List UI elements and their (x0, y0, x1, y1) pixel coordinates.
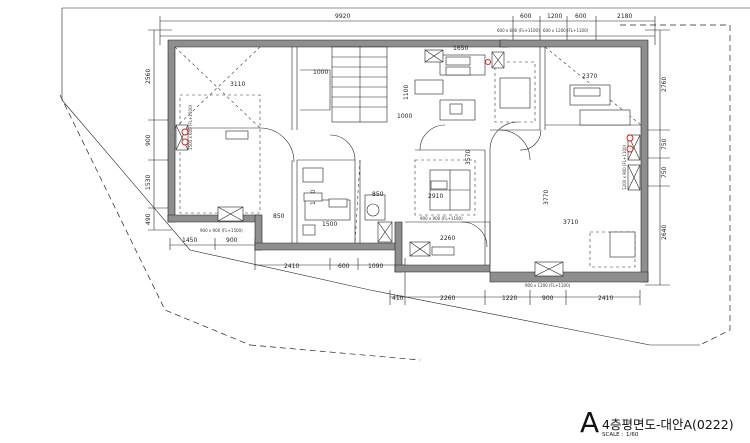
note-w-left: 900 x 900 (FL+1500) (200, 228, 243, 233)
red-markers (181, 59, 634, 153)
window-mid-vertical (377, 221, 393, 243)
dim-room-2260: 2260 (440, 235, 455, 242)
dim-top-c: 600 (575, 13, 587, 20)
fixtures (302, 54, 636, 258)
window-right-mid (627, 164, 641, 191)
exterior-walls (167, 39, 649, 283)
drawing-letter: A (580, 406, 600, 439)
note-w-bottom: 900 x 1200 (FL+1100) (525, 283, 571, 288)
drawing-title: 4층평면도-대안A(0222) (602, 417, 734, 432)
dim-top-b: 1200 (547, 13, 562, 20)
dim-room-3110: 3110 (230, 81, 245, 88)
window-left-bottom (217, 206, 244, 222)
dim-room-2370: 2370 (582, 73, 597, 80)
window-bottom-right (534, 261, 564, 277)
stair-run (300, 46, 388, 123)
dim-mid-900: 900 (226, 237, 238, 244)
scale-value: 1/60 (626, 432, 639, 438)
dim-room-850: 850 (273, 213, 285, 220)
dim-room-1000b: 1000 (397, 113, 412, 120)
dim-bot-410: 410 (392, 295, 404, 302)
dim-bot-2410: 2410 (284, 263, 299, 270)
bottom-dimension-group: 1450 900 2410 600 1090 410 2260 1220 900… (169, 237, 641, 305)
dim-left-4: 490 (145, 213, 152, 225)
note-w-mid: 900 x 900 (FL+1100) (420, 216, 463, 221)
window-notes: 600 x 600 (FL+1100) 600 x 1200 (FL+1100)… (188, 28, 627, 288)
sheet-border-line (61, 7, 750, 100)
dim-room-1100: 1100 (403, 85, 410, 100)
dim-mid-1450: 1450 (182, 237, 197, 244)
dim-bot-1220: 1220 (502, 295, 517, 302)
note-w-top-left: 600 x 600 (FL+1100) (497, 28, 540, 33)
dim-bot-1090: 1090 (368, 263, 383, 270)
scale-label: SCALE : (602, 432, 624, 438)
dim-room-3770: 3770 (543, 190, 550, 205)
dashed-outlines (174, 46, 642, 268)
windows (175, 49, 641, 277)
dim-room-3570: 3570 (465, 150, 472, 165)
dim-room-1500: 1500 (322, 221, 337, 228)
dim-room-1650: 1650 (453, 45, 468, 52)
dim-top-total: 9920 (335, 13, 350, 20)
note-w-top-right: 600 x 1200 (FL+1100) (543, 28, 589, 33)
interior-dimensions: 3110 2370 3710 1000 1000 1650 850 1500 2… (230, 45, 597, 242)
window-bottom-center (409, 241, 431, 257)
top-dimension-group: 9920 600 1200 600 2180 (159, 13, 656, 45)
window-top-1 (491, 51, 505, 69)
room-tags (225, 56, 601, 256)
dim-room-2910: 2910 (428, 193, 443, 200)
title-block: A 4층평면도-대안A(0222) SCALE : 1/60 (580, 406, 748, 442)
property-line-left (59, 94, 251, 346)
note-w-right-vert: 1200 x 900 (FL+1100) (622, 144, 627, 190)
dim-right-4: 2640 (661, 225, 668, 240)
dim-bot-2410b: 2410 (598, 295, 613, 302)
interior-walls (175, 47, 641, 265)
dim-left-1: 2560 (145, 69, 152, 84)
dim-room-1000: 1000 (313, 69, 328, 76)
window-top-2 (424, 49, 444, 63)
dim-right-3: 750 (661, 166, 668, 178)
property-line-right (620, 24, 731, 346)
dim-left-2: 900 (145, 134, 152, 146)
site-boundary-line (61, 99, 700, 346)
dim-left-3: 1530 (145, 175, 152, 190)
dim-top-d: 2180 (617, 13, 632, 20)
dim-right-2: 750 (661, 138, 668, 150)
note-w-left-vert: 1500 x 600 (FL+1100) (188, 104, 193, 150)
dim-room-3710: 3710 (563, 219, 578, 226)
right-dimension-group: 2760 750 750 2640 (645, 29, 670, 286)
dim-bot-2260: 2260 (440, 295, 455, 302)
left-dimension-group: 2560 900 1530 490 (145, 29, 172, 231)
dim-bot-900: 900 (542, 295, 554, 302)
dim-bot-600: 600 (338, 263, 350, 270)
dim-right-1: 2760 (661, 77, 668, 92)
dim-room-850b: 850 (372, 191, 384, 198)
door-swings (259, 121, 542, 248)
dim-top-a: 600 (520, 13, 532, 20)
property-line-bottom (249, 344, 421, 361)
